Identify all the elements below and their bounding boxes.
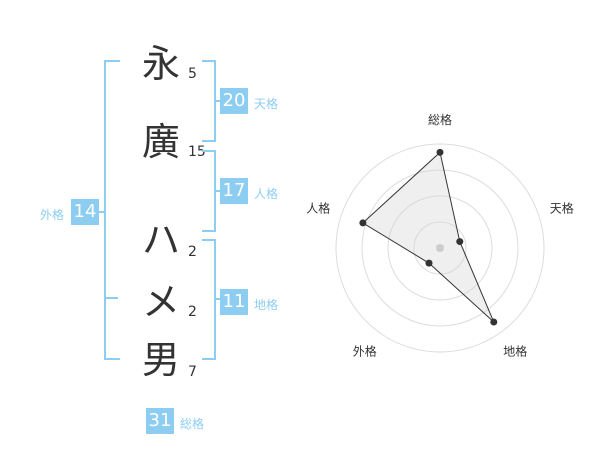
chikaku-badge: 11	[220, 289, 248, 315]
gaikaku-badge: 14	[71, 199, 99, 225]
gaikaku-tie	[98, 211, 104, 213]
chikaku-label: 地格	[254, 298, 279, 312]
stroke-count-5: 7	[188, 364, 197, 380]
gaikaku-label: 外格	[40, 208, 65, 222]
radar-axis-label-2: 天格	[550, 200, 574, 215]
chikaku-tie	[214, 298, 220, 300]
radar-ring-4	[335, 143, 545, 353]
radar-ring-2	[387, 195, 493, 301]
soukaku-label: 総格	[180, 417, 205, 431]
stroke-count-4: 2	[188, 304, 197, 320]
radar-ring-3	[361, 169, 519, 327]
radar-ring-1	[413, 221, 467, 275]
name-character-4: メ	[141, 280, 180, 324]
radar-point-4	[425, 259, 433, 267]
stroke-count-1: 5	[188, 66, 197, 82]
radar-point-5	[359, 219, 367, 227]
radar-axis-label-5: 人格	[306, 200, 330, 215]
radar-point-1	[436, 148, 444, 156]
radar-point-3	[490, 318, 498, 326]
tenkaku-badge: 20	[220, 88, 248, 114]
stroke-count-2: 15	[188, 144, 206, 160]
gaikaku-bracket	[104, 60, 120, 360]
name-character-2: 廣	[141, 120, 180, 164]
radar-area	[362, 151, 495, 323]
radar-axis-label-1: 総格	[428, 112, 452, 127]
name-character-3: ハ	[141, 218, 180, 262]
radar-axis-label-4: 外格	[353, 344, 377, 359]
name-character-5: 男	[141, 338, 180, 382]
soukaku-badge: 31	[146, 408, 174, 434]
tenkaku-tie	[214, 100, 220, 102]
stroke-count-3: 2	[188, 244, 197, 260]
radar-axis-label-3: 地格	[503, 344, 527, 359]
tenkaku-label: 天格	[254, 97, 279, 111]
radar-point-2	[456, 238, 464, 246]
jinkaku-label: 人格	[254, 187, 279, 201]
radar-center-dot	[436, 244, 444, 252]
jinkaku-tie	[214, 190, 220, 192]
jinkaku-badge: 17	[220, 178, 248, 204]
gaikaku-bracket-divider	[104, 297, 118, 299]
name-character-1: 永	[141, 42, 180, 86]
